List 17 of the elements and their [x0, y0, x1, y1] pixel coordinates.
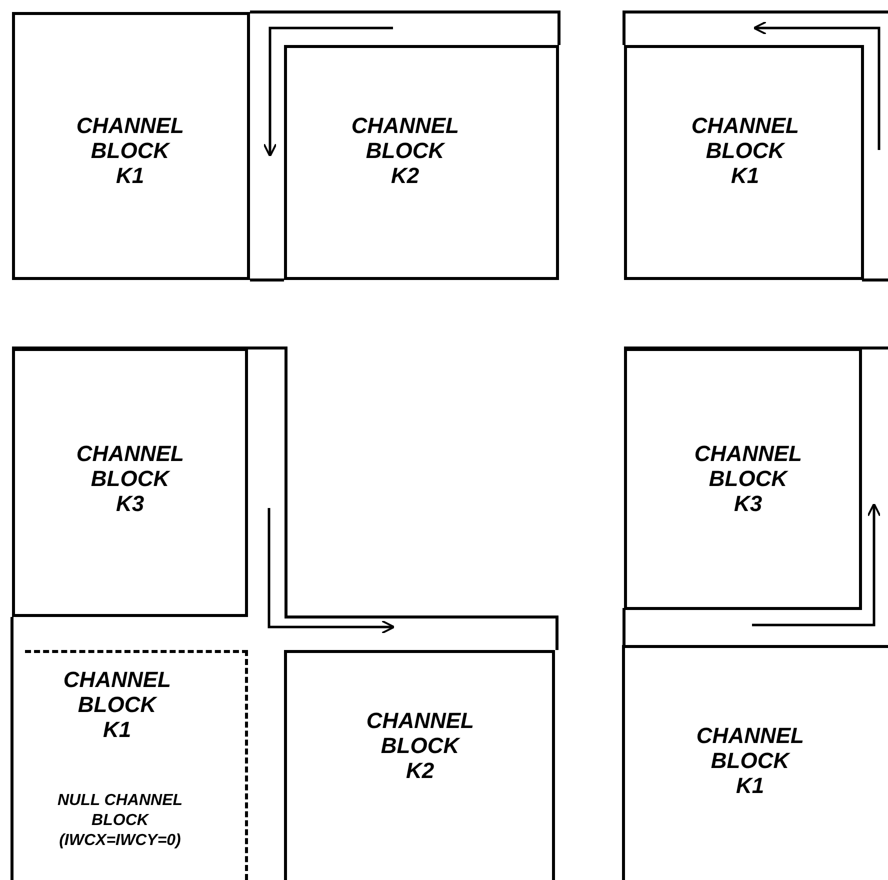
- block-label: CHANNEL BLOCK K2: [351, 113, 459, 188]
- channel-block: [284, 650, 555, 880]
- block-label: CHANNEL BLOCK K1: [63, 667, 171, 742]
- channel-block: [12, 348, 248, 617]
- block-label: CHANNEL BLOCK K2: [366, 708, 474, 783]
- channel-block: [622, 645, 888, 880]
- block-label: CHANNEL BLOCK K1: [691, 113, 799, 188]
- block-label: CHANNEL BLOCK K1: [696, 723, 804, 798]
- channel-block: [12, 12, 250, 280]
- block-label: NULL CHANNEL BLOCK (IWCX=IWCY=0): [56, 791, 184, 851]
- block-label: CHANNEL BLOCK K3: [694, 441, 802, 516]
- channel-block: [624, 348, 862, 610]
- block-label: CHANNEL BLOCK K1: [76, 113, 184, 188]
- block-label: CHANNEL BLOCK K3: [76, 441, 184, 516]
- channel-block: [284, 45, 559, 280]
- dashed-block-outline: [25, 650, 248, 880]
- channel-block: [624, 45, 864, 280]
